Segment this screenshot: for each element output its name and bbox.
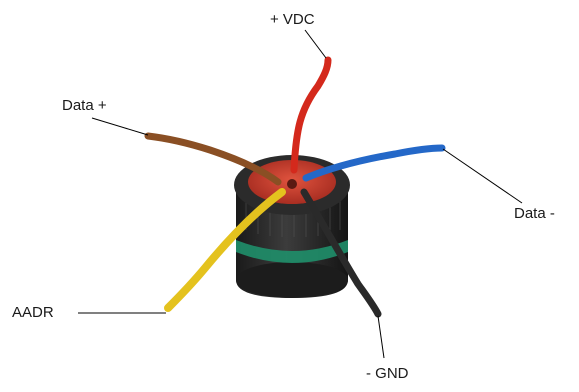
wire-blue [302, 144, 446, 182]
wire-brown [144, 132, 282, 186]
leader-data-plus [91, 117, 149, 136]
label-gnd: - GND [366, 365, 409, 382]
wire-yellow [164, 188, 286, 312]
label-vdc: + VDC [270, 11, 315, 28]
wire-black [300, 188, 382, 318]
leader-data-minus [442, 148, 523, 204]
center-contact [287, 179, 297, 189]
leader-gnd [377, 315, 385, 359]
leader-lines [78, 29, 523, 359]
green-seal-band [236, 240, 348, 263]
label-aadr: AADR [12, 304, 54, 321]
label-data-plus: Data + [62, 97, 107, 114]
label-data-minus: Data - [514, 205, 555, 222]
wire-red [290, 56, 332, 174]
leader-vdc [304, 29, 327, 59]
